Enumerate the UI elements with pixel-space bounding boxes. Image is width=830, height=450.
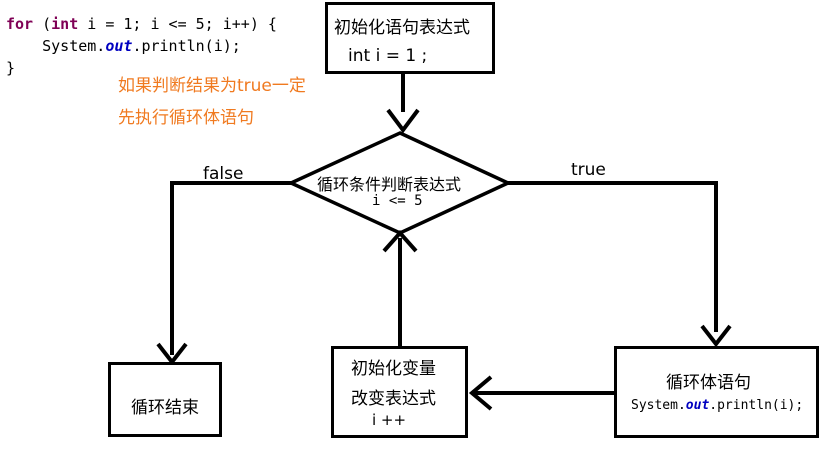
code-keyword-int: int	[51, 15, 79, 33]
body-code-prefix: System.	[631, 398, 686, 413]
arrow-false-path	[170, 181, 291, 355]
true-label: true	[571, 160, 606, 180]
code-close-brace: }	[6, 59, 16, 77]
code-for-header: i = 1; i <= 5; i++) {	[78, 15, 277, 33]
end-title: 循环结束	[131, 398, 199, 418]
condition-title: 循环条件判断表达式	[317, 175, 462, 194]
arrow-true-path	[508, 181, 718, 332]
condition-code: i <= 5	[372, 193, 423, 209]
update-box	[331, 346, 468, 438]
false-label: false	[203, 164, 244, 184]
code-body-out: out	[105, 37, 133, 55]
code-body-suffix: .println(i);	[132, 37, 241, 55]
init-title: 初始化语句表达式	[334, 18, 470, 38]
arrowhead-update	[468, 375, 493, 411]
update-line1: 初始化变量	[351, 359, 436, 379]
body-code-out: out	[685, 398, 710, 413]
body-code: System.out.println(i);	[631, 398, 803, 413]
code-snippet: for (int i = 1; i <= 5; i++) { System.ou…	[6, 13, 277, 79]
arrowhead-condition	[382, 229, 418, 253]
end-box	[108, 362, 222, 437]
code-body-prefix: System.	[6, 37, 106, 55]
code-keyword-for: for	[6, 15, 34, 33]
init-code: int i = 1 ;	[348, 46, 428, 66]
init-box	[325, 2, 495, 74]
code-paren: (	[33, 15, 52, 33]
arrowhead-init	[386, 108, 420, 134]
body-title: 循环体语句	[666, 373, 751, 393]
body-code-suffix: .println(i);	[709, 398, 804, 413]
arrowhead-true	[700, 324, 732, 348]
body-box	[614, 346, 819, 438]
update-line2: 改变表达式	[351, 389, 436, 409]
update-line3: i ++	[372, 411, 407, 429]
note-text: 如果判断结果为true一定先执行循环体语句	[118, 76, 306, 128]
